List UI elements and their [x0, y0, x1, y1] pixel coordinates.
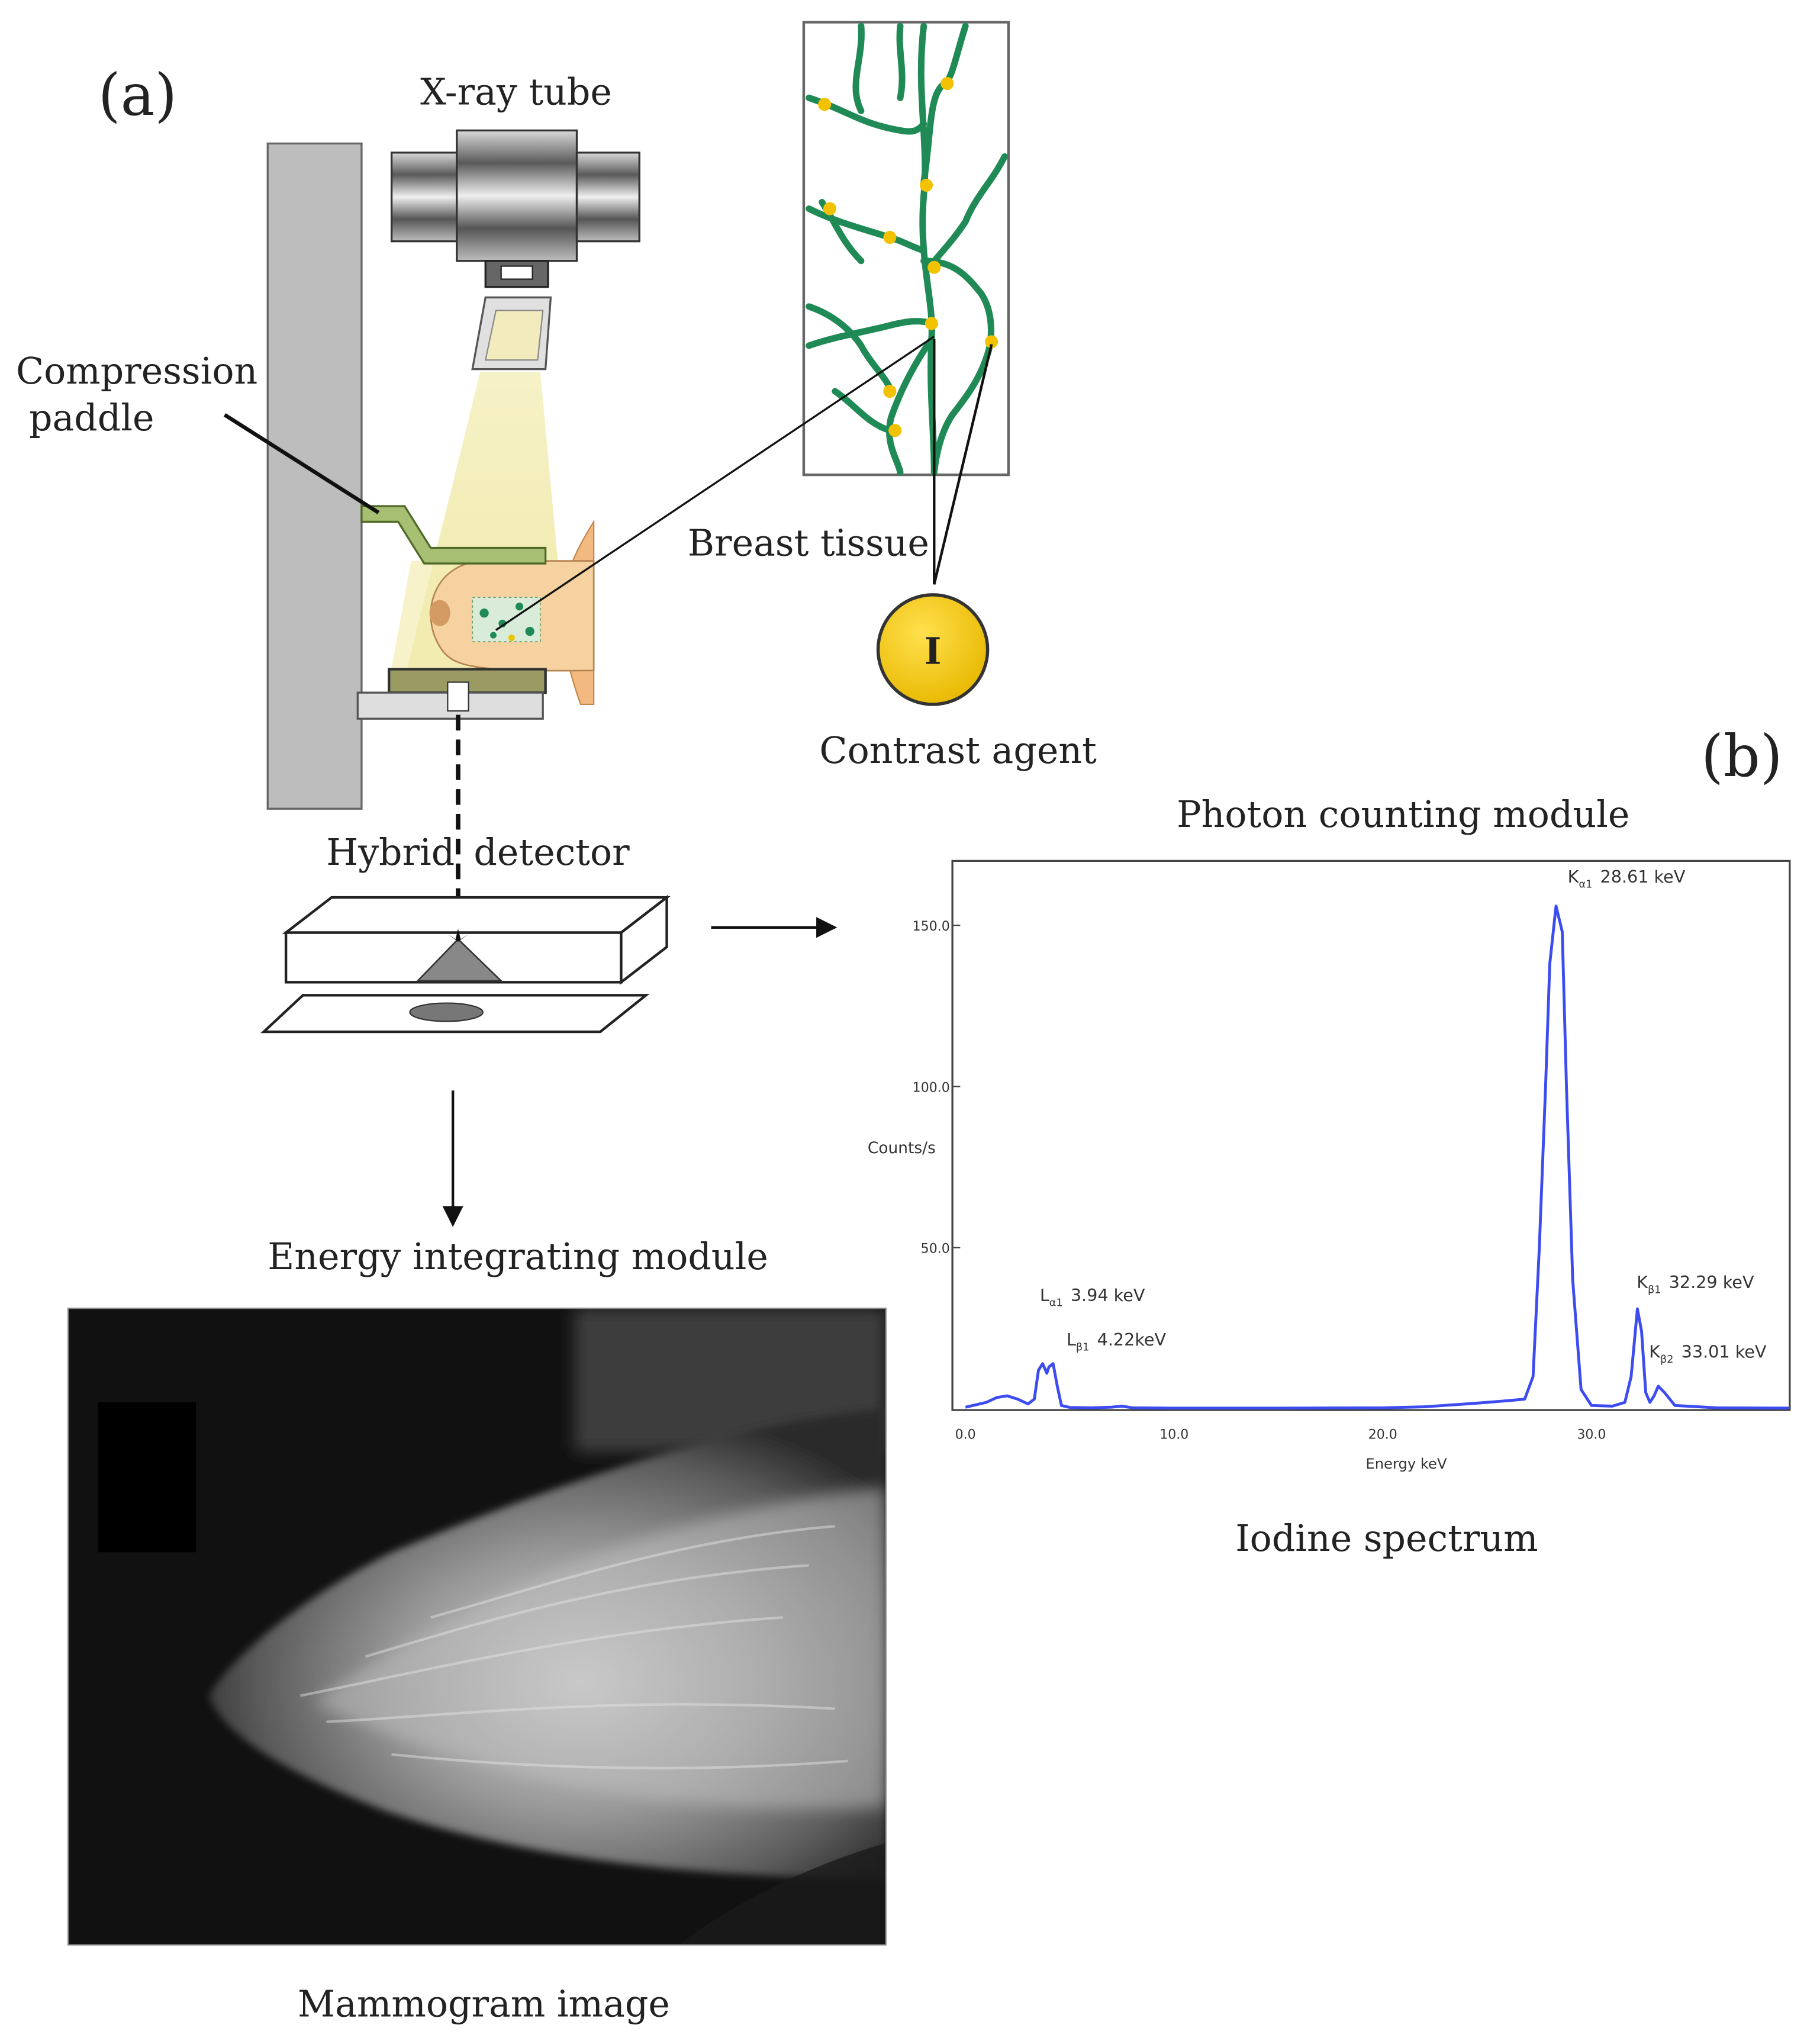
contrast-agent-symbol: I	[925, 630, 942, 673]
y-tick-label: 150.0	[913, 919, 950, 934]
photon-module-label: Photon counting module	[1177, 793, 1629, 836]
hybrid-detector-label-2: detector	[474, 831, 630, 874]
compression-paddle	[360, 505, 547, 565]
x-tick-label: 0.0	[955, 1428, 976, 1443]
mammogram-label: Mammogram image	[298, 1983, 670, 2026]
x-tick-label: 10.0	[1159, 1428, 1188, 1443]
contrast-agent-icon	[876, 593, 990, 706]
hybrid-detector-icon	[260, 894, 671, 1034]
panel-b-label: (b)	[1701, 723, 1783, 790]
hybrid-detector-label-1: Hybrid	[326, 831, 455, 874]
beam-outlet	[447, 681, 469, 712]
compression-paddle-label-1: Compression	[16, 350, 257, 392]
compression-paddle-leader	[223, 413, 380, 514]
panel-a-label: (a)	[98, 62, 177, 128]
agent-leader-2	[933, 344, 993, 585]
plot-frame	[951, 860, 1791, 1411]
y-tick-label: 100.0	[913, 1080, 950, 1095]
energy-module-label: Energy integrating module	[268, 1235, 768, 1278]
y-tick-label: 50.0	[921, 1241, 950, 1256]
tissue-leader	[495, 336, 935, 631]
compression-paddle-label-2: paddle	[29, 397, 154, 439]
collimator-window	[484, 310, 544, 361]
y-axis-label: Counts/s	[868, 1139, 936, 1157]
x-tick-label: 20.0	[1368, 1428, 1397, 1443]
breast-tissue-inset	[802, 21, 1010, 477]
spectrum-label: Iodine spectrum	[1235, 1517, 1538, 1560]
mammogram-frame	[67, 1308, 887, 1946]
xray-tube-label: X-ray tube	[420, 70, 612, 113]
contrast-agent-label: Contrast agent	[819, 729, 1097, 772]
mammogram-image	[68, 1308, 886, 1945]
breast-tissue-label: Breast tissue	[688, 522, 929, 565]
machine-column	[266, 142, 363, 810]
x-tick-label: 30.0	[1577, 1428, 1606, 1443]
x-axis-label: Energy keV	[1365, 1456, 1447, 1472]
nipple	[429, 600, 450, 626]
spectrum-line	[965, 904, 1790, 1410]
breast-tissue-region	[472, 597, 541, 643]
xray-tube-icon	[390, 129, 640, 288]
